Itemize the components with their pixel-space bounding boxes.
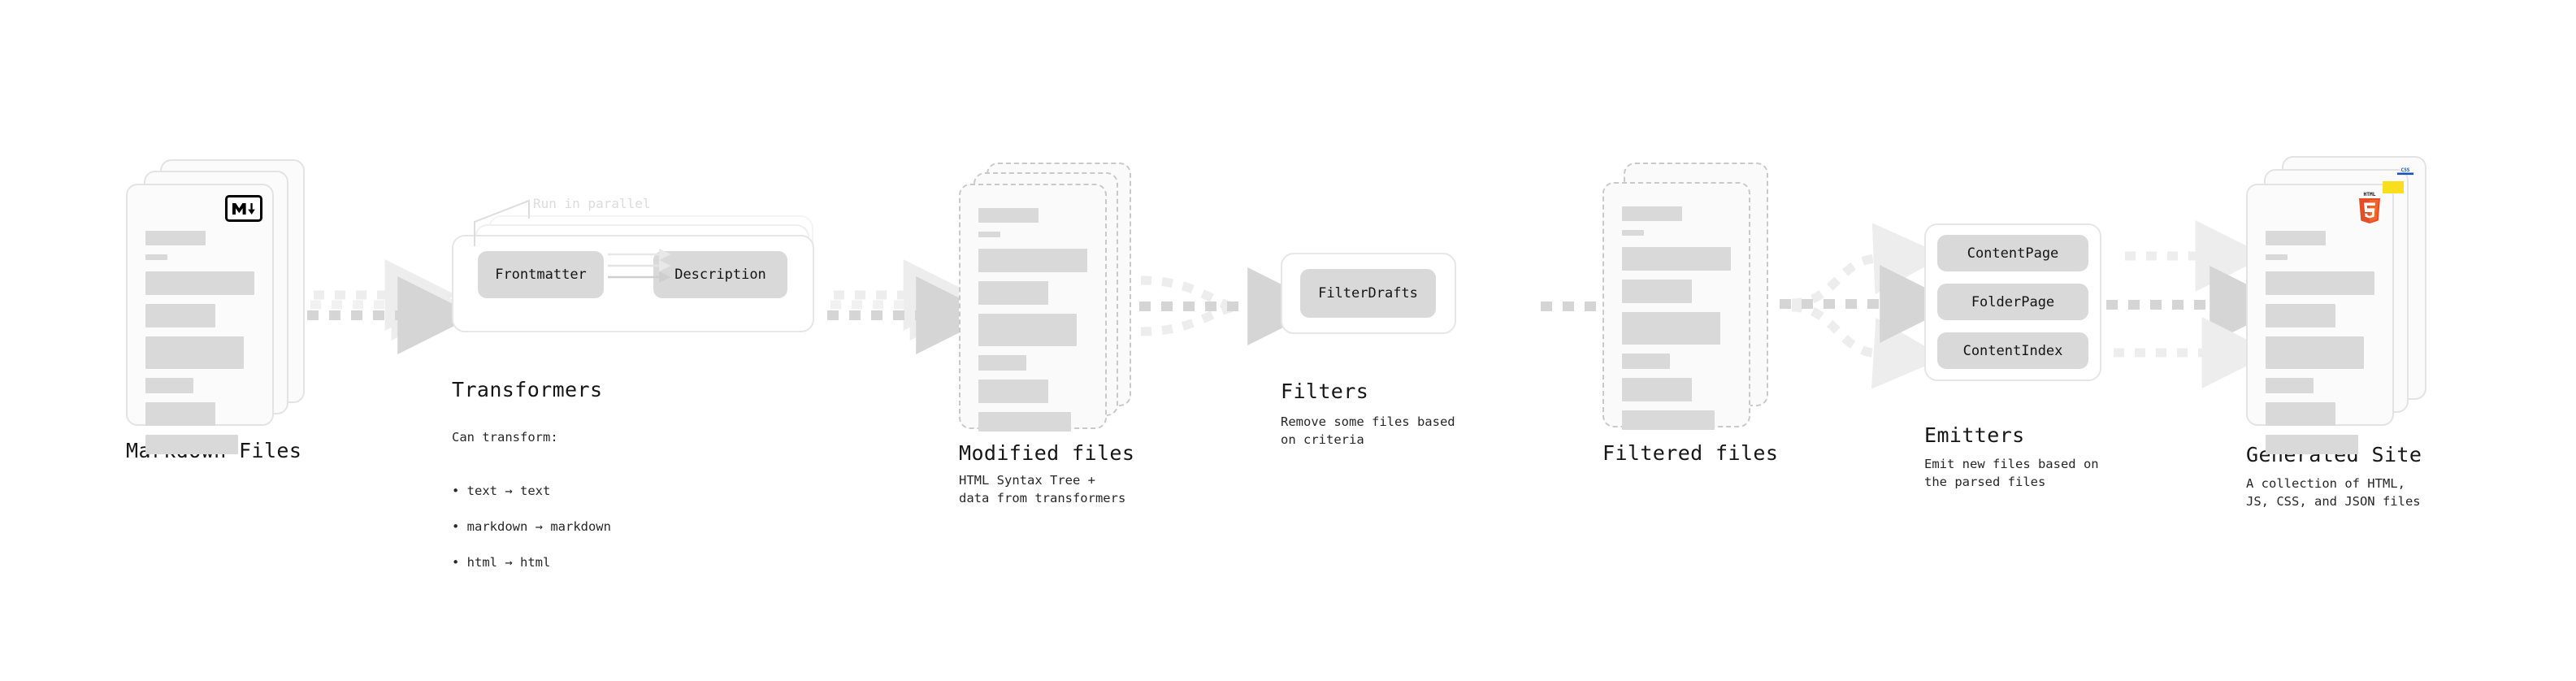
- arrow-modified-to-filters-merge: [1139, 267, 1326, 345]
- doc-card-front: [126, 184, 274, 454]
- stage-sub-generated-site: A collection of HTML, JS, CSS, and JSON …: [2246, 476, 2421, 509]
- stage-filters: FilterDrafts: [1281, 253, 1459, 350]
- run-in-parallel-label: Run in parallel: [533, 196, 651, 211]
- css3-icon: CSS: [2396, 163, 2414, 179]
- doc-card-front: [959, 184, 1107, 432]
- doc-content-bars: [978, 208, 1087, 440]
- stage-title-emitters: Emitters: [1924, 423, 2025, 447]
- stage-sub-filters: Remove some files based on criteria: [1281, 414, 1455, 447]
- chip-description[interactable]: Description: [653, 251, 787, 298]
- transformers-sub-heading: Can transform:: [452, 430, 558, 445]
- transformers-bullet-1: markdown → markdown: [452, 518, 611, 536]
- chip-contentindex[interactable]: ContentIndex: [1937, 332, 2088, 369]
- stage-emitters: ContentPage FolderPage ContentIndex: [1924, 223, 2111, 394]
- svg-text:CSS: CSS: [2401, 167, 2410, 173]
- doc-card-front: HTML: [2246, 184, 2394, 454]
- stage-generated-site: CSS HTML: [2246, 156, 2441, 454]
- chip-contentpage[interactable]: ContentPage: [1937, 235, 2088, 271]
- stage-sub-modified-files: HTML Syntax Tree + data from transformer…: [959, 473, 1126, 505]
- stage-title-filtered-files: Filtered files: [1602, 441, 1779, 465]
- stage-transformers: Run in parallel x x Frontmatter x x Desc…: [452, 196, 842, 344]
- svg-text:HTML: HTML: [2364, 192, 2376, 197]
- transformers-bullet-2: html → html: [452, 553, 611, 571]
- arrow-markdown-to-transformers: [307, 259, 476, 354]
- chip-frontmatter[interactable]: Frontmatter: [478, 251, 604, 298]
- stage-sub-emitters: Emit new files based on the parsed files: [1924, 457, 2099, 489]
- stage-filtered-files: [1602, 163, 1789, 431]
- transformers-bullet-list: text → text markdown → markdown html → h…: [452, 464, 611, 589]
- doc-content-bars: [2266, 231, 2374, 463]
- stage-title-transformers: Transformers: [452, 378, 603, 401]
- stage-title-filters: Filters: [1281, 380, 1369, 403]
- transformers-bullet-0: text → text: [452, 482, 611, 500]
- doc-content-bars: [1622, 206, 1731, 439]
- arrow-filtered-to-emitters-split: [1780, 223, 1958, 389]
- arrow-emitters-to-site: [2106, 220, 2288, 388]
- html5-icon: HTML: [2357, 190, 2383, 228]
- stage-title-modified-files: Modified files: [959, 441, 1135, 465]
- javascript-icon: [2383, 181, 2404, 197]
- doc-card-front: [1602, 182, 1750, 430]
- stage-sub-transformers: Can transform: text → text markdown → ma…: [452, 410, 611, 607]
- doc-content-bars: [145, 231, 254, 463]
- markdown-icon: [225, 195, 262, 222]
- chip-folderpage[interactable]: FolderPage: [1937, 284, 2088, 320]
- stage-modified-files: [959, 163, 1146, 432]
- stage-markdown-files: [126, 159, 313, 454]
- chip-filterdrafts[interactable]: FilterDrafts: [1300, 269, 1436, 318]
